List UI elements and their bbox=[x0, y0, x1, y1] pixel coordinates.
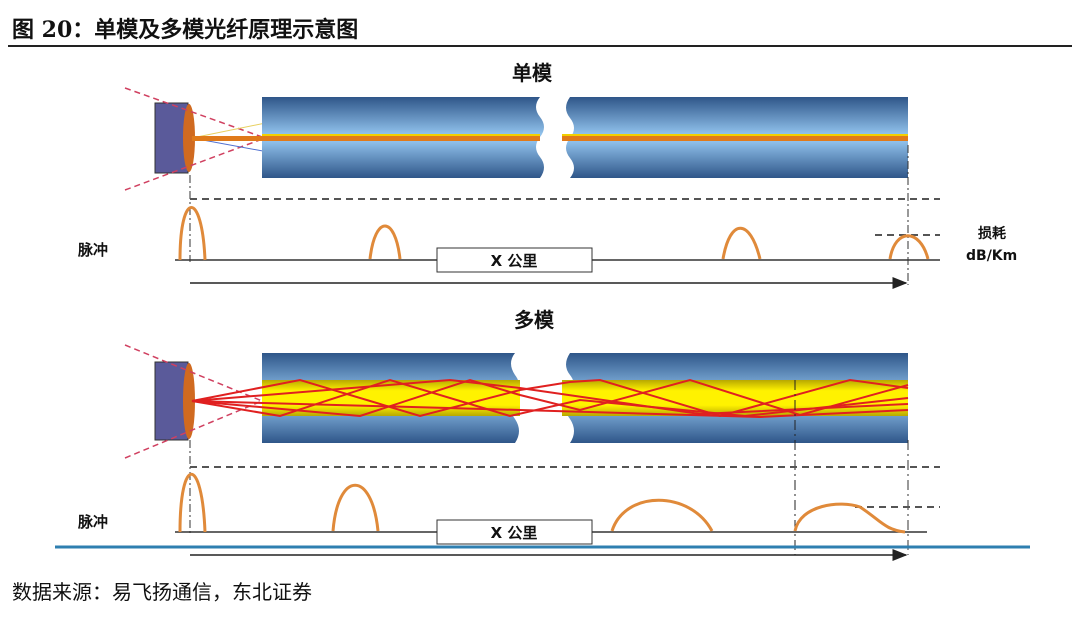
light-rays bbox=[191, 378, 909, 419]
pulse-label: 脉冲 bbox=[77, 241, 108, 259]
pulse bbox=[178, 206, 207, 261]
pulse bbox=[368, 224, 402, 260]
emitter bbox=[154, 361, 195, 441]
multi-mode-title: 多模 bbox=[514, 308, 555, 332]
source-note: 数据来源：易飞扬通信，东北证券 bbox=[12, 580, 312, 604]
pulse bbox=[331, 484, 380, 532]
pulses bbox=[178, 206, 930, 261]
single-mode-section: 单模 脉冲 X 公里 损耗 dB/Km bbox=[77, 61, 1017, 289]
single-mode-core bbox=[192, 136, 540, 141]
figure-title: 图 20：单模及多模光纤原理示意图 bbox=[12, 17, 359, 43]
distance-box bbox=[436, 519, 593, 545]
multi-mode-core bbox=[562, 380, 908, 416]
pulse-label: 脉冲 bbox=[77, 513, 108, 531]
pulse bbox=[793, 502, 906, 534]
distance-box bbox=[436, 247, 593, 273]
loss-unit: dB/Km bbox=[966, 248, 1017, 264]
single-mode-title: 单模 bbox=[512, 61, 553, 85]
title-rule bbox=[8, 45, 1072, 47]
distance-label: X 公里 bbox=[491, 252, 538, 270]
multi-mode-section: 多模 脉冲 X 公里 bbox=[55, 308, 1030, 561]
emitter bbox=[154, 102, 195, 174]
pulse bbox=[610, 498, 714, 532]
pulses bbox=[178, 472, 906, 534]
multi-mode-core bbox=[262, 380, 520, 416]
single-mode-core bbox=[562, 136, 908, 141]
pulse bbox=[721, 227, 762, 260]
pulse bbox=[178, 472, 207, 533]
distance-label: X 公里 bbox=[491, 524, 538, 542]
pulse bbox=[888, 234, 930, 260]
loss-label: 损耗 bbox=[978, 225, 1006, 242]
